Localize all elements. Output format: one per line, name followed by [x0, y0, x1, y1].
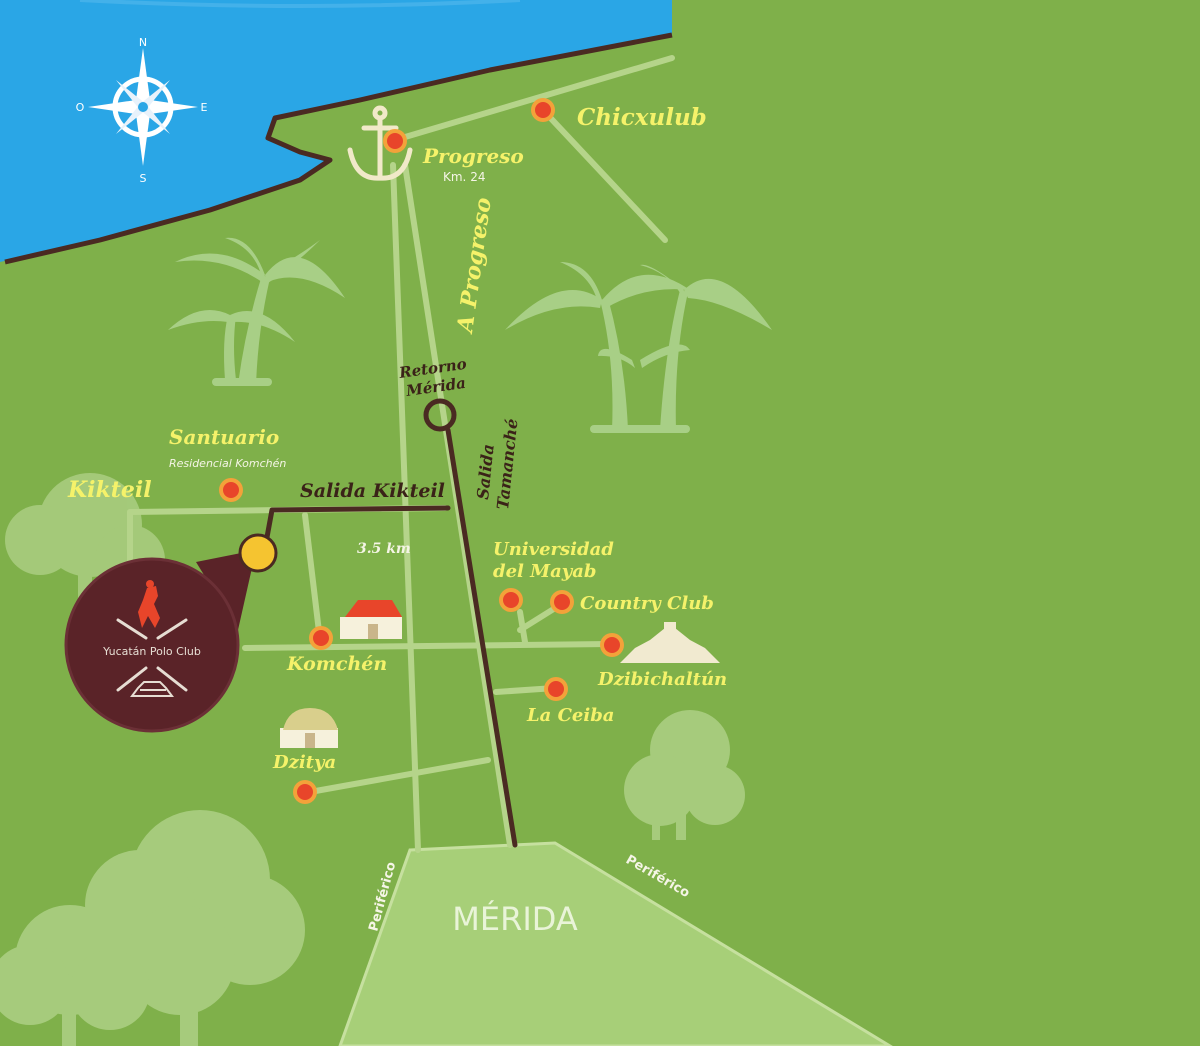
house-icon: [280, 708, 338, 748]
marker-chicxulub[interactable]: [531, 98, 555, 122]
polo-player-logo-icon: [116, 580, 188, 697]
marker-country-club[interactable]: [550, 590, 574, 614]
marker-universidad[interactable]: [499, 588, 523, 612]
compass-south: S: [140, 172, 147, 185]
house-icon: [340, 600, 402, 639]
la-ceiba-label: La Ceiba: [526, 705, 614, 726]
universidad-label-2: del Mayab: [493, 561, 596, 582]
dzibichaltun-label: Dzibichaltún: [597, 669, 727, 690]
salida-kikteil-label: Salida Kikteil: [300, 480, 445, 502]
kikteil-label: Kikteil: [67, 477, 152, 503]
club-pointer: [196, 550, 256, 630]
merida-city-area: [338, 841, 893, 1046]
marker-komchen[interactable]: [309, 626, 333, 650]
marker-santuario[interactable]: [219, 478, 243, 502]
club-badge[interactable]: Yucatán Polo Club: [64, 557, 240, 733]
compass-rose-icon: [88, 48, 198, 166]
sea-wave-band: [79, 0, 521, 8]
compass-west: O: [76, 101, 85, 114]
compass-north: N: [139, 36, 147, 49]
tree-icon: [85, 810, 305, 1046]
club-name: Yucatán Polo Club: [102, 645, 201, 658]
club-location-marker[interactable]: [238, 533, 278, 573]
dzitya-label: Dzitya: [272, 752, 336, 773]
chicxulub-label: Chicxulub: [577, 104, 707, 131]
komchen-label: Komchén: [286, 653, 387, 675]
marker-progreso[interactable]: [383, 129, 407, 153]
country-club-label: Country Club: [580, 593, 714, 614]
marker-la-ceiba[interactable]: [544, 677, 568, 701]
merida-label: MÉRIDA: [452, 900, 578, 938]
compass-east: E: [201, 101, 208, 114]
progreso-label: Progreso: [422, 144, 524, 168]
universidad-label-1: Universidad: [493, 539, 614, 560]
pyramid-icon: [620, 622, 720, 663]
progreso-km-label: Km. 24: [443, 170, 485, 184]
palm-tree-icon: [168, 237, 345, 386]
santuario-sub-label: Residencial Komchén: [169, 457, 286, 470]
coastline: [4, 32, 673, 265]
palm-tree-icon: [505, 262, 772, 433]
tree-icon: [0, 905, 150, 1046]
santuario-label: Santuario: [169, 425, 279, 449]
marker-dzitya[interactable]: [293, 780, 317, 804]
tree-icon: [624, 710, 745, 840]
anchor-icon: [347, 105, 413, 181]
marker-dzibichaltun[interactable]: [600, 633, 624, 657]
route-to-club: [262, 398, 518, 848]
distance-label: 3.5 km: [357, 541, 411, 557]
